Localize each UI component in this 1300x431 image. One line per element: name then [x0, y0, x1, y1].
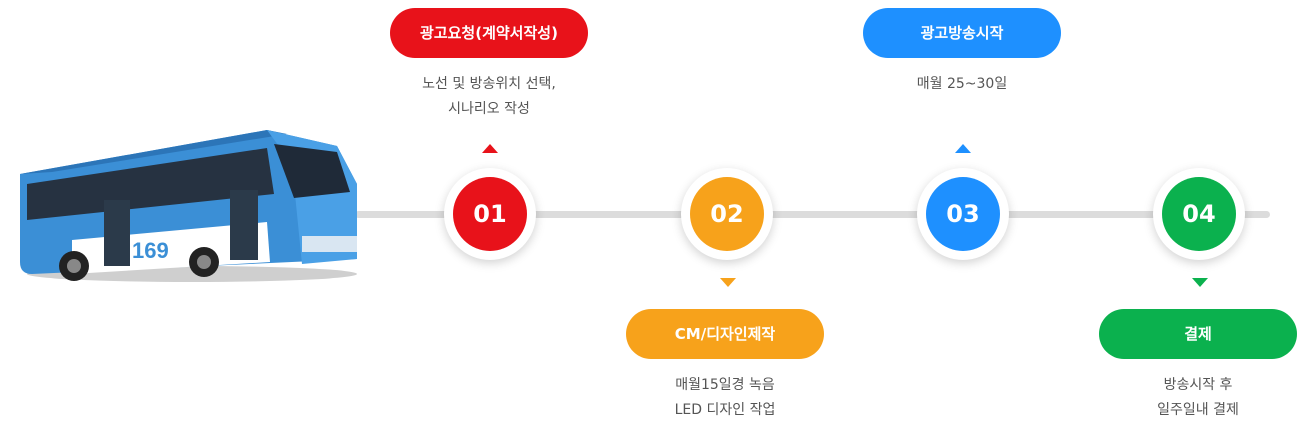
- step-2-number: 02: [690, 177, 764, 251]
- step-2-label: CM/디자인제작: [626, 309, 824, 359]
- step-4-number: 04: [1162, 177, 1236, 251]
- step-3-number: 03: [926, 177, 1000, 251]
- step-3-description: 매월 25~30일: [916, 76, 1008, 92]
- step-1-circle: 01: [444, 168, 536, 260]
- step-1-number: 01: [453, 177, 527, 251]
- step-4-label: 결제: [1099, 309, 1297, 359]
- step-3-arrow-icon: [955, 144, 971, 153]
- step-1-label: 광고요청(계약서작성): [390, 8, 588, 58]
- bus-route-number: 169: [132, 238, 169, 263]
- step-1-arrow-icon: [482, 144, 498, 153]
- step-2-arrow-icon: [720, 278, 736, 287]
- step-4-arrow-icon: [1192, 278, 1208, 287]
- step-1-description: 노선 및 방송위치 선택, 시나리오 작성: [422, 76, 556, 117]
- step-4-circle: 04: [1153, 168, 1245, 260]
- step-4-description: 방송시작 후 일주일내 결제: [1157, 377, 1239, 418]
- bus-image: 169: [20, 130, 357, 282]
- step-3-circle: 03: [917, 168, 1009, 260]
- step-2-description: 매월15일경 녹음 LED 디자인 작업: [674, 377, 776, 418]
- timeline-line: [355, 211, 1270, 218]
- step-3-label: 광고방송시작: [863, 8, 1061, 58]
- step-2-circle: 02: [681, 168, 773, 260]
